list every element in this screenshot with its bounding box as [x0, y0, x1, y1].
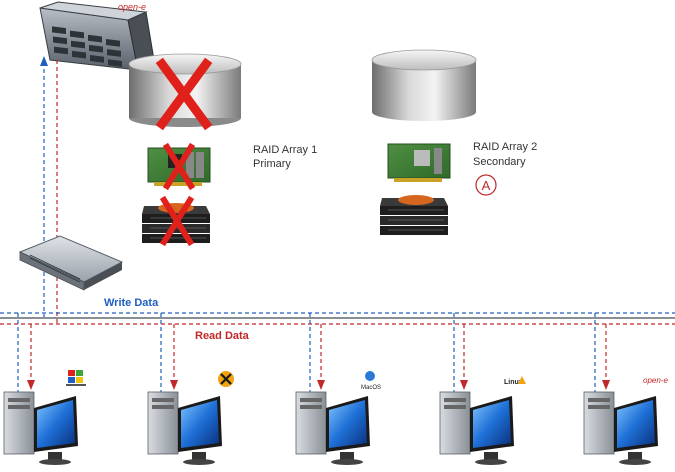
marker-a: A	[475, 174, 497, 196]
failure-x-icon	[159, 195, 195, 247]
windows-logo-icon	[66, 370, 86, 386]
raid-array-1-name: RAID Array 1	[253, 144, 318, 156]
open-e-logo-icon: open-e	[118, 2, 146, 12]
network-switch	[18, 235, 124, 291]
linux-label: Linux	[504, 379, 523, 386]
client-workstation-2	[147, 391, 222, 465]
client-workstation-4	[439, 391, 514, 465]
marker-a-label: A	[482, 178, 491, 193]
failure-x-icon	[162, 142, 196, 191]
open-e-client-logo-icon: open-e	[643, 376, 668, 385]
x-logo-icon	[218, 371, 234, 387]
network-bus	[0, 312, 675, 325]
client-drop-lines	[17, 313, 610, 392]
server-write-line	[40, 56, 48, 318]
client-workstation-3	[295, 391, 370, 465]
raid-array-2-role: Secondary	[473, 156, 526, 168]
raid-array-2-volume	[371, 49, 477, 121]
raid-array-2-name: RAID Array 2	[473, 141, 538, 153]
macos-logo-icon: MacOS	[361, 371, 381, 391]
client-workstation-5	[583, 391, 658, 465]
client-workstation-1	[3, 391, 78, 465]
open-e-client-label: open-e	[643, 376, 668, 385]
raid-array-1-role: Primary	[253, 158, 291, 170]
write-data-label: Write Data	[104, 297, 159, 309]
macos-label: MacOS	[361, 385, 381, 391]
failure-x-icon	[155, 57, 213, 131]
disk-stack-2	[380, 195, 448, 235]
storage-server	[39, 1, 155, 71]
linux-logo-icon: Linux	[504, 376, 526, 386]
read-data-label: Read Data	[195, 330, 249, 342]
raid-controller-card-2	[387, 143, 451, 182]
